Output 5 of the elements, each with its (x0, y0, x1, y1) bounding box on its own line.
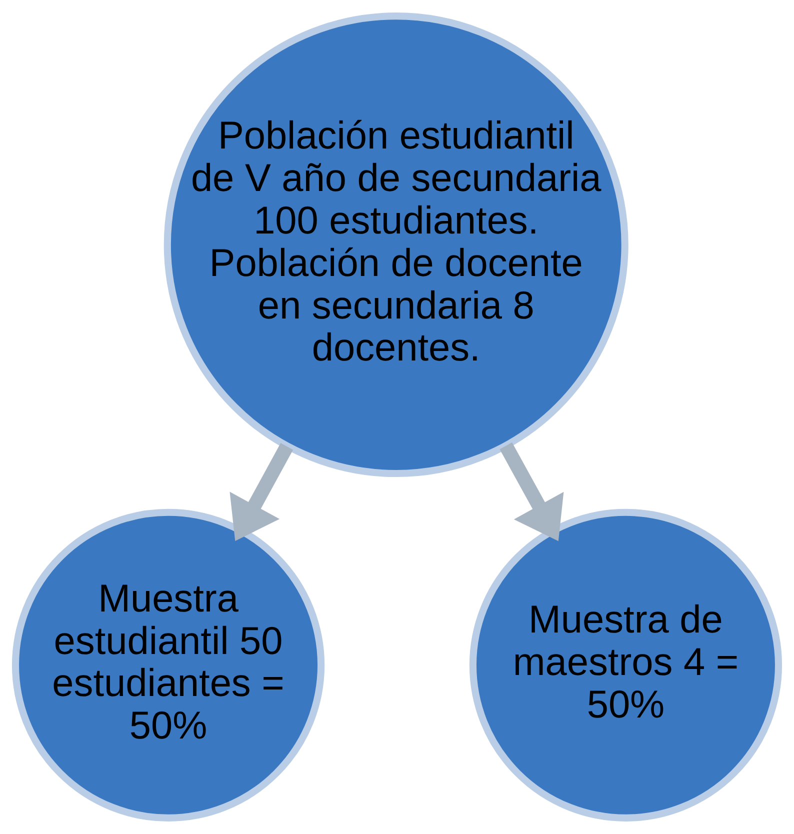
node-circle: Muestra estudiantil 50 estudiantes = 50% (12, 508, 325, 822)
node-circle: Muestra de maestros 4 = 50% (469, 508, 782, 822)
node-circle: Población estudiantil de V año de secundaria 100 estudiantes. Población de docente en secundaria 8 docentes. (164, 12, 628, 478)
arrow (500, 442, 564, 542)
arrow (230, 443, 294, 542)
